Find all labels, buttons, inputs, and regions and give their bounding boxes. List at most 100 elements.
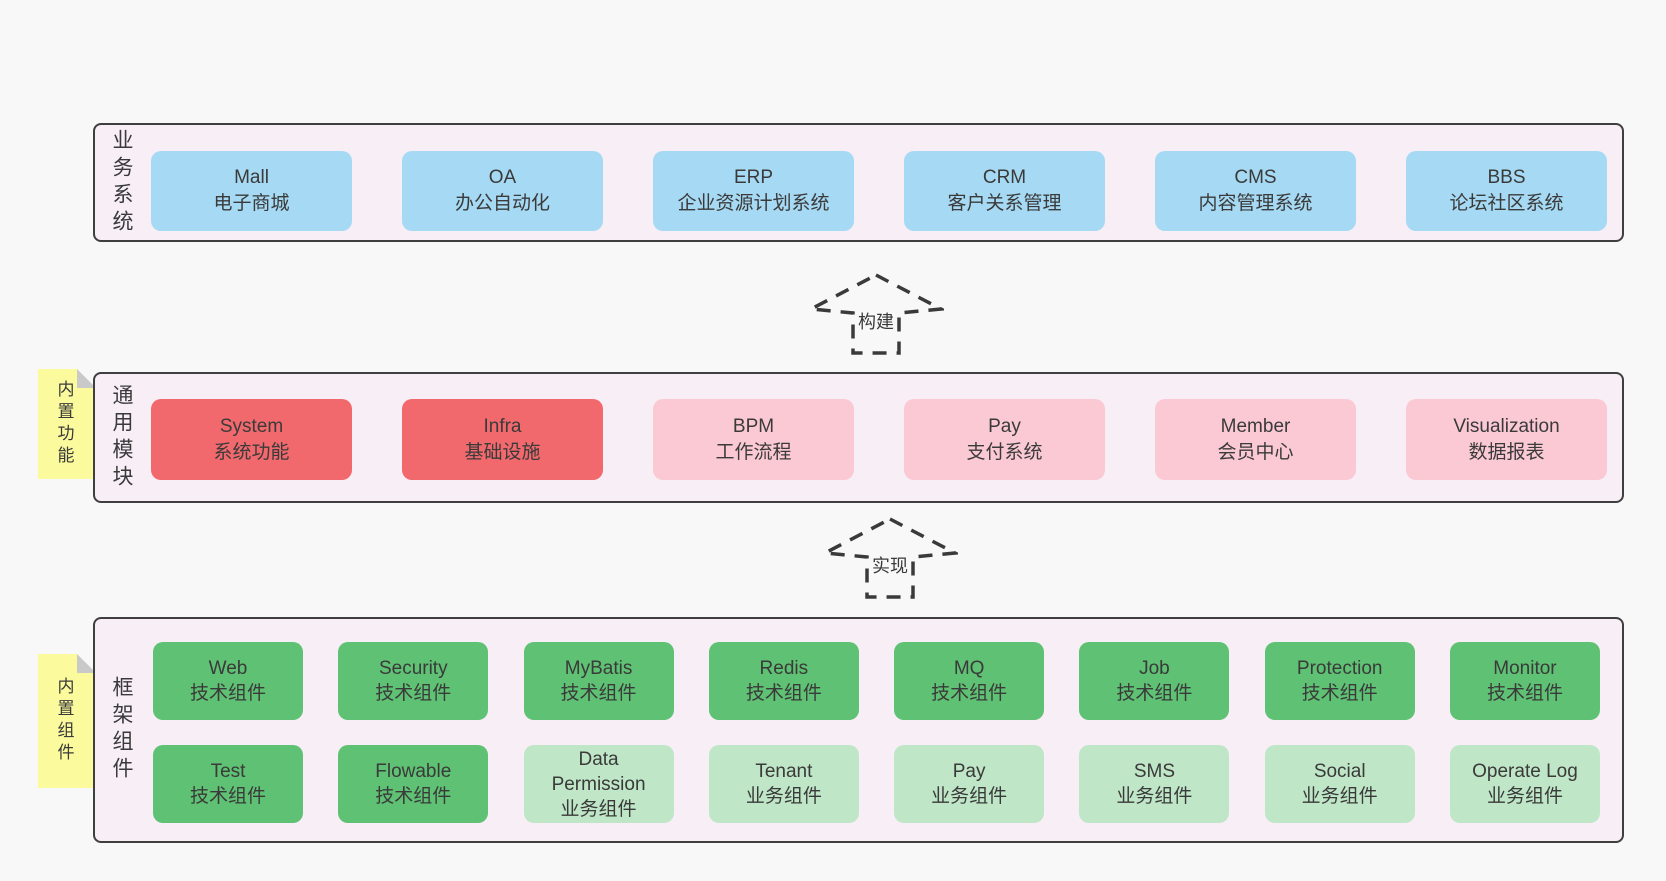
node-title: Visualization [1453,415,1560,437]
node-visualization: Visualization 数据报表 [1406,399,1607,480]
node-web: Web 技术组件 [153,642,303,720]
node-subtitle: 技术组件 [1486,683,1563,704]
node-subtitle: 内容管理系统 [1198,193,1313,214]
node-title: Mall [234,167,269,188]
node-erp: ERP 企业资源计划系统 [653,151,854,231]
node-infra: Infra 基础设施 [402,399,603,480]
node-subtitle: 技术组件 [1116,683,1193,704]
node-title: Member [1220,415,1291,437]
node-title: Security [378,658,448,679]
node-subtitle: 技术组件 [375,786,452,807]
arrow-build-label: 构建 [855,308,897,334]
node-subtitle: 业务组件 [745,786,822,807]
node-title: OA [488,167,517,188]
node-subtitle: 客户关系管理 [947,193,1062,214]
node-title: BPM [732,415,775,437]
sticky-note-built-in-components: 内置组件 [38,654,96,788]
node-bbs: BBS 论坛社区系统 [1406,151,1607,231]
node-title: BBS [1487,167,1526,188]
node-subtitle: 工作流程 [715,441,792,463]
node-title: Tenant [755,761,813,782]
node-title: MQ [953,658,985,679]
node-title: System [219,415,284,437]
node-subtitle: 技术组件 [189,683,266,704]
node-subtitle: 系统功能 [213,441,290,463]
node-title: SMS [1133,761,1175,782]
node-title: Pay [952,761,986,782]
node-title: Web [208,658,248,679]
node-subtitle: 企业资源计划系统 [677,193,830,214]
business-systems-row: Mall 电子商城 OA 办公自动化 ERP 企业资源计划系统 CRM 客户关系管理 CMS 内容… [151,151,1607,231]
node-title: Infra [483,415,522,437]
node-bpm: BPM 工作流程 [653,399,854,480]
node-flowable: Flowable 技术组件 [338,745,489,823]
node-subtitle: 业务组件 [931,786,1008,807]
node-social: Social 业务组件 [1264,745,1415,823]
node-subtitle: 技术组件 [1301,683,1378,704]
node-subtitle: 技术组件 [560,683,637,704]
node-subtitle: 业务组件 [1486,786,1563,807]
sticky-note-built-in-features: 内置功能 [38,369,96,479]
node-title: Test [210,761,246,782]
node-pay: Pay 业务组件 [894,745,1045,823]
node-subtitle: 技术组件 [931,683,1008,704]
node-mybatis: MyBatis 技术组件 [523,642,674,720]
node-title: Flowable [375,761,452,782]
node-subtitle: 电子商城 [213,193,290,214]
node-subtitle: 业务组件 [1116,786,1193,807]
layer-label-common-modules: 通用模块 [110,383,133,492]
node-title: Monitor [1493,658,1557,679]
node-system: System 系统功能 [151,399,352,480]
node-title: Pay [988,415,1021,437]
layer-common-modules: 通用模块 System 系统功能 Infra 基础设施 BPM 工作流程 Pay 支付系统 Me… [93,372,1624,503]
node-title: Redis [759,658,809,679]
node-data-permission: Data Permission 业务组件 [523,745,674,823]
node-operate-log: Operate Log 业务组件 [1449,745,1600,823]
node-mq: MQ 技术组件 [894,642,1045,720]
node-title: Data Permission [551,748,646,795]
node-title: CMS [1234,167,1277,188]
node-monitor: Monitor 技术组件 [1449,642,1600,720]
node-subtitle: 论坛社区系统 [1449,193,1564,214]
node-subtitle: 基础设施 [464,441,541,463]
node-pay: Pay 支付系统 [904,399,1105,480]
node-subtitle: 办公自动化 [454,193,550,214]
layer-business-systems: 业务系统 Mall 电子商城 OA 办公自动化 ERP 企业资源计划系统 CRM 客户关系管理… [93,123,1624,242]
node-title: Operate Log [1472,761,1578,782]
node-title: Social [1313,761,1366,782]
node-crm: CRM 客户关系管理 [904,151,1105,231]
node-test: Test 技术组件 [153,745,303,823]
node-subtitle: 业务组件 [1301,786,1378,807]
node-title: ERP [733,167,774,188]
arrow-implement: 实现 [822,516,958,602]
node-subtitle: 支付系统 [966,441,1043,463]
up-arrow-icon [822,517,958,599]
node-mall: Mall 电子商城 [151,151,352,231]
node-subtitle: 技术组件 [189,786,266,807]
node-subtitle: 技术组件 [375,683,452,704]
node-subtitle: 业务组件 [560,798,637,820]
layer-label-framework-components: 框架组件 [110,676,133,784]
arrow-implement-label: 实现 [869,552,911,578]
layer-framework-components: 框架组件 Web 技术组件 Security 技术组件 MyBatis 技术组件 Redis… [93,617,1624,843]
node-title: MyBatis [564,658,633,679]
node-tenant: Tenant 业务组件 [708,745,859,823]
up-arrow-icon [808,273,944,355]
layer-label-business-systems: 业务系统 [110,128,133,237]
sticky-note-label: 内置组件 [54,677,74,765]
node-security: Security 技术组件 [338,642,489,720]
node-oa: OA 办公自动化 [402,151,603,231]
arrow-build: 构建 [808,272,944,358]
node-cms: CMS 内容管理系统 [1155,151,1356,231]
node-title: CRM [982,167,1027,188]
sticky-note-label: 内置功能 [54,380,74,468]
node-subtitle: 数据报表 [1468,441,1545,463]
node-subtitle: 技术组件 [745,683,822,704]
